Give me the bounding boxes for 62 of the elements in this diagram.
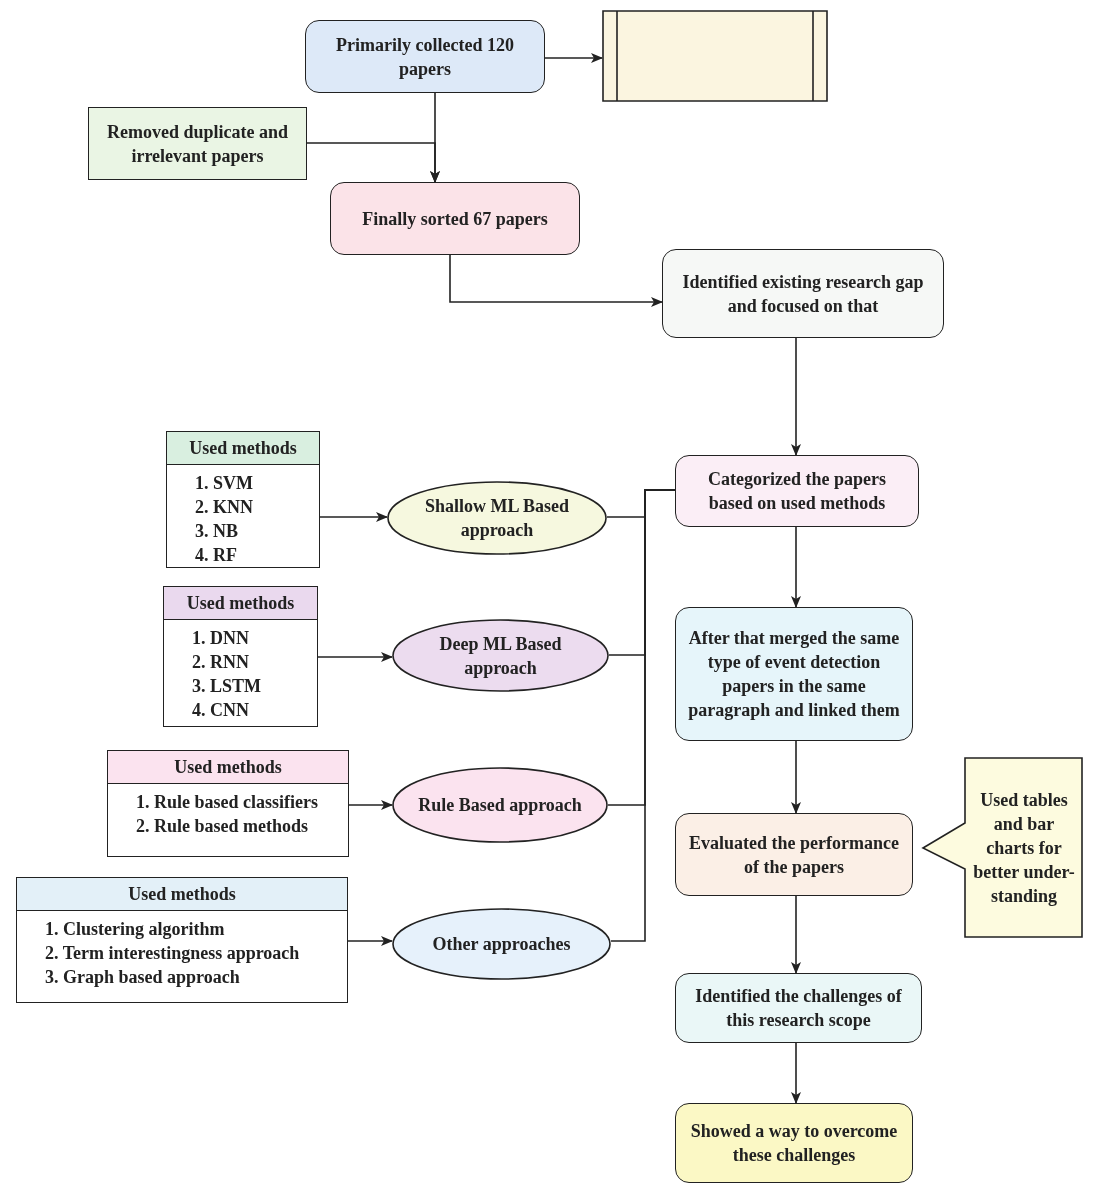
- arrow: [317, 652, 393, 662]
- process-box: [675, 607, 913, 741]
- node-text: Finally sorted 67 papers: [362, 207, 548, 231]
- process-box: [675, 973, 922, 1043]
- list-item: 3. Graph based approach: [44, 966, 241, 989]
- approach-ellipse: [392, 767, 608, 843]
- node-text: Showed a way to overcome these challenges: [689, 1120, 899, 1167]
- process-box: [675, 1103, 913, 1183]
- arrow: [791, 526, 801, 608]
- list-item: 2. RNN: [191, 651, 250, 674]
- node-text: After that merged the same type of event detection papers in the same paragraph and linked them: [687, 627, 901, 722]
- arrow: [449, 254, 663, 307]
- scroll-box: [602, 10, 828, 102]
- arrow: [791, 895, 801, 974]
- node-text: Primarily collected 120 papers: [335, 33, 515, 81]
- arrow: [348, 800, 393, 810]
- list-item: 3. NB: [194, 520, 239, 543]
- process-box: [330, 182, 580, 255]
- node-text: Identified the challenges of this research scope: [694, 985, 903, 1032]
- process-box: [305, 20, 545, 93]
- table-header: Used methods: [17, 878, 347, 911]
- table-header: Used methods: [167, 432, 319, 465]
- list-item: 2. KNN: [194, 496, 254, 519]
- list-item: 1. DNN: [191, 627, 250, 650]
- list-item: 1. Clustering algorithm: [44, 918, 226, 941]
- process-box: [88, 107, 307, 180]
- node-text: Used tables and bar charts for better under-standing: [972, 788, 1076, 908]
- node-text: Evaluated the performance of the papers: [688, 831, 900, 879]
- list-item: 2. Rule based methods: [135, 815, 310, 838]
- approach-ellipse: [392, 908, 611, 980]
- list-item: 3. LSTM: [191, 675, 262, 698]
- arrow: [791, 740, 801, 814]
- list-item: 4. RF: [194, 544, 238, 567]
- node-text: Other approaches: [432, 933, 571, 956]
- methods-table: [163, 586, 318, 727]
- arrow: [347, 936, 393, 946]
- node-text: Identified existing research gap and focused on that: [681, 270, 925, 318]
- list-item: 4. CNN: [191, 699, 250, 722]
- arrow: [791, 337, 801, 456]
- list-item: 1. Rule based classifiers: [135, 791, 319, 814]
- list-item: 1. SVM: [194, 472, 254, 495]
- arrow: [544, 53, 603, 63]
- table-header: Used methods: [108, 751, 348, 784]
- node-text: Rule Based approach: [418, 794, 582, 817]
- node-text: Shallow ML Based approach: [423, 495, 570, 542]
- node-text: Categorized the papers based on used methods: [707, 468, 887, 515]
- methods-table: [107, 750, 349, 857]
- node-text: Deep ML Based approach: [438, 632, 563, 680]
- approach-ellipse: [392, 619, 609, 692]
- list-item: 2. Term interestingness approach: [44, 942, 301, 965]
- table-header: Used methods: [164, 587, 317, 620]
- node-text: Removed duplicate and irrelevant papers: [106, 120, 289, 168]
- approach-ellipse: [387, 481, 607, 555]
- process-box: [675, 813, 913, 896]
- arrow: [791, 1042, 801, 1104]
- arrow: [306, 142, 440, 183]
- methods-table: [166, 431, 320, 568]
- methods-table: [16, 877, 348, 1003]
- process-box: [662, 249, 944, 338]
- arrow: [319, 512, 388, 522]
- callout-box: [922, 757, 1083, 938]
- process-box: [675, 455, 919, 527]
